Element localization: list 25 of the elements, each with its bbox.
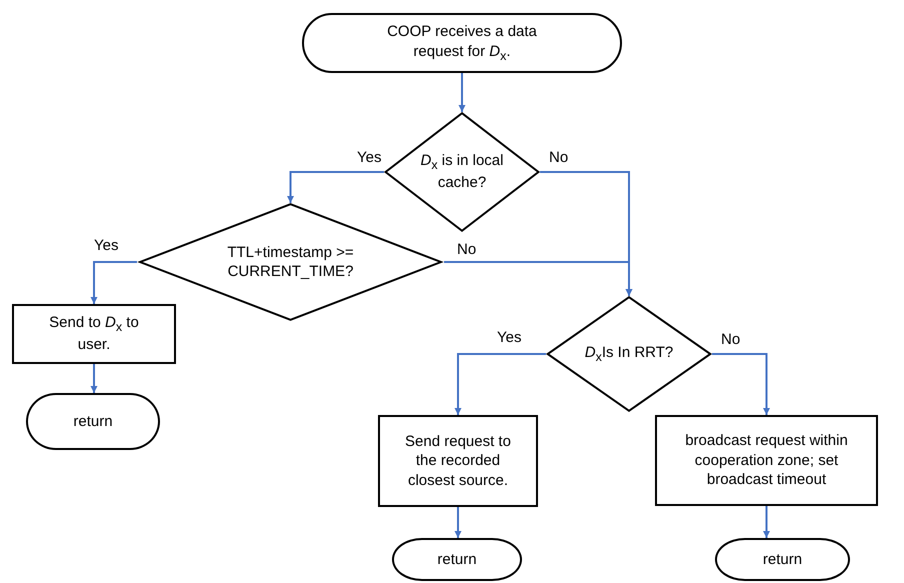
terminal-text: COOP receives a data request for D$_{x}$. xyxy=(386,22,538,64)
arrow xyxy=(90,261,137,304)
process-text: Send request to the recorded closest source. xyxy=(404,432,512,490)
process-box xyxy=(12,304,176,364)
process-box xyxy=(655,415,878,506)
terminal-text: return xyxy=(762,550,802,570)
arrow xyxy=(444,261,632,296)
process-box xyxy=(378,415,538,507)
arrow xyxy=(712,353,770,415)
terminal-text: return xyxy=(437,550,477,570)
arrow xyxy=(458,73,466,112)
decision-diamond xyxy=(384,112,540,232)
arrow xyxy=(90,364,98,393)
terminal-text: return xyxy=(73,412,113,432)
arrow xyxy=(454,353,546,415)
decision-text: TTL+timestamp >= CURRENT_TIME? xyxy=(226,242,355,282)
arrow xyxy=(763,506,770,538)
process-text: broadcast request within cooperation zone; set broadcast timeout xyxy=(684,431,849,490)
arrow xyxy=(287,171,384,203)
decision-diamond xyxy=(137,203,444,321)
process-text: Send to D$_{x}$ to user. xyxy=(48,313,140,355)
decision-diamond xyxy=(546,296,712,412)
arrow xyxy=(454,507,462,538)
decision-text: D$_{x}$ is in local cache? xyxy=(420,151,504,193)
decision-text: D$_{x}$Is In RRT? xyxy=(584,342,674,366)
